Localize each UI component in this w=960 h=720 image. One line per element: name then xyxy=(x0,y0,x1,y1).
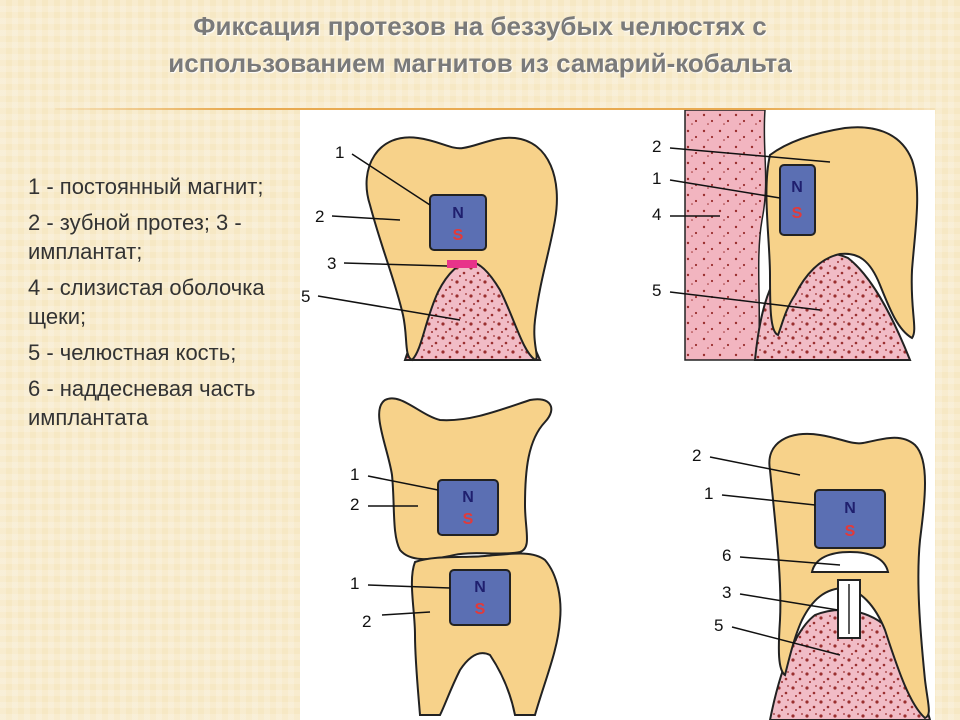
label-3: 3 xyxy=(722,583,731,602)
slide-title: Фиксация протезов на беззубых челюстях с… xyxy=(0,8,960,82)
magnet-north: N xyxy=(452,205,464,222)
figure-top-left: N S 1 2 3 5 xyxy=(301,136,558,362)
label-1: 1 xyxy=(350,465,359,484)
magnet-north: N xyxy=(462,489,474,506)
label-2: 2 xyxy=(692,446,701,465)
title-line-2: использованием магнитов из самарий-кобал… xyxy=(168,48,792,78)
magnet-south: S xyxy=(792,205,803,222)
lower-magnet-icon: N S xyxy=(449,569,511,626)
cheek-mucosa xyxy=(684,110,767,361)
magnet-north: N xyxy=(791,179,803,196)
label-5: 5 xyxy=(714,616,723,635)
label-5: 5 xyxy=(301,287,310,306)
label-1: 1 xyxy=(704,484,713,503)
label-1: 1 xyxy=(350,574,359,593)
label-3: 3 xyxy=(327,254,336,273)
abutment xyxy=(810,550,890,573)
implant-pink xyxy=(447,260,477,268)
legend: 1 - постоянный магнит; 2 - зубной протез… xyxy=(28,172,313,439)
upper-prosthesis xyxy=(378,397,553,561)
label-2: 2 xyxy=(362,612,371,631)
legend-item-4: 4 - слизистая оболочка щеки; xyxy=(28,275,265,329)
label-1: 1 xyxy=(652,169,661,188)
magnet-icon: N S xyxy=(814,489,886,549)
magnet-icon: N S xyxy=(779,164,816,236)
magnet-south: S xyxy=(475,601,486,618)
upper-magnet-icon: N S xyxy=(437,479,499,536)
label-1: 1 xyxy=(335,143,344,162)
illustration-svg: N S 1 2 3 5 N S 2 1 4 5 N xyxy=(301,110,932,720)
label-2: 2 xyxy=(350,495,359,514)
title-line-1: Фиксация протезов на беззубых челюстях с xyxy=(193,11,767,41)
legend-item-1: 1 - постоянный магнит; xyxy=(28,174,264,199)
legend-item-5: 5 - челюстная кость; xyxy=(28,340,237,365)
legend-item-2: 2 - зубной протез; 3 - имплантат; xyxy=(28,210,242,264)
figure-bottom-right: N S 2 1 6 3 5 xyxy=(692,433,932,720)
dental-illustration: N S 1 2 3 5 N S 2 1 4 5 N xyxy=(300,110,935,720)
label-4: 4 xyxy=(652,205,661,224)
label-2: 2 xyxy=(652,137,661,156)
magnet-south: S xyxy=(463,511,474,528)
magnet-icon: N S xyxy=(429,194,487,251)
magnet-south: S xyxy=(845,523,856,540)
figure-top-right: N S 2 1 4 5 xyxy=(652,110,919,361)
label-5: 5 xyxy=(652,281,661,300)
title-divider xyxy=(55,108,935,110)
label-2: 2 xyxy=(315,207,324,226)
legend-item-6: 6 - наддесневая часть имплантата xyxy=(28,376,256,430)
magnet-south: S xyxy=(453,227,464,244)
magnet-north: N xyxy=(474,579,486,596)
magnet-north: N xyxy=(844,500,856,517)
figure-bottom-left: N S N S 1 2 1 2 xyxy=(350,397,562,716)
label-6: 6 xyxy=(722,546,731,565)
